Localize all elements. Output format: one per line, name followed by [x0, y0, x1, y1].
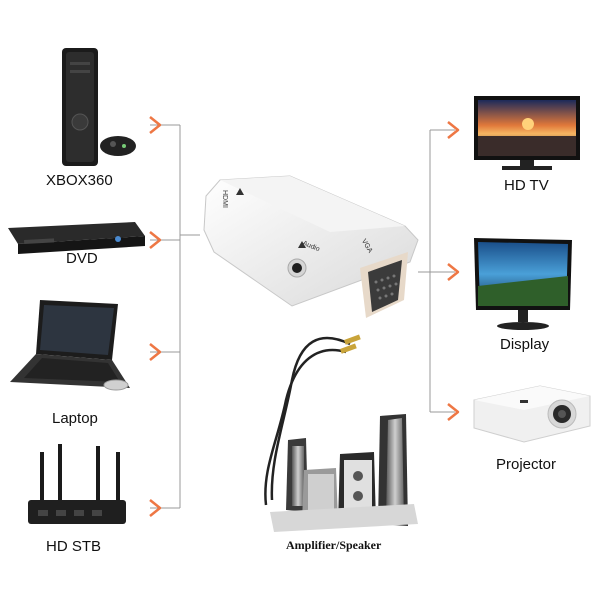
game-console-icon — [62, 48, 136, 166]
left-connector-lines — [150, 124, 200, 509]
source-label-dvd: DVD — [66, 250, 98, 267]
arrow-display — [447, 263, 460, 281]
audio-cable — [264, 336, 351, 506]
right-arrows — [447, 121, 460, 421]
monitor-icon — [474, 238, 572, 330]
arrow-dvd — [149, 231, 162, 249]
audio-plug-1 — [344, 334, 361, 345]
speaker-icon — [270, 414, 418, 532]
arrow-stb — [149, 499, 162, 517]
arrow-tv — [447, 121, 460, 139]
output-label-tv: HD TV — [504, 177, 549, 194]
audio-plug-2 — [340, 343, 357, 354]
dvd-player-icon — [8, 222, 145, 254]
hdmi-vga-adapter — [203, 175, 419, 318]
projector-icon — [473, 385, 591, 443]
output-label-projector: Projector — [496, 456, 557, 473]
source-label-xbox: XBOX360 — [46, 172, 113, 189]
source-label-stb: HD STB — [46, 538, 102, 555]
arrow-xbox — [149, 116, 162, 134]
port-label-hdmi: HDMI — [221, 190, 228, 208]
router-stb-icon — [28, 444, 126, 524]
arrow-projector — [447, 403, 460, 421]
output-label-display: Display — [500, 336, 550, 353]
source-label-laptop: Laptop — [52, 410, 98, 427]
speaker-label: Amplifier/Speaker — [286, 538, 382, 552]
laptop-icon — [10, 300, 130, 391]
arrow-laptop — [149, 343, 162, 361]
left-arrows — [149, 116, 162, 517]
right-connector-lines — [418, 129, 455, 413]
tv-icon — [474, 96, 580, 170]
